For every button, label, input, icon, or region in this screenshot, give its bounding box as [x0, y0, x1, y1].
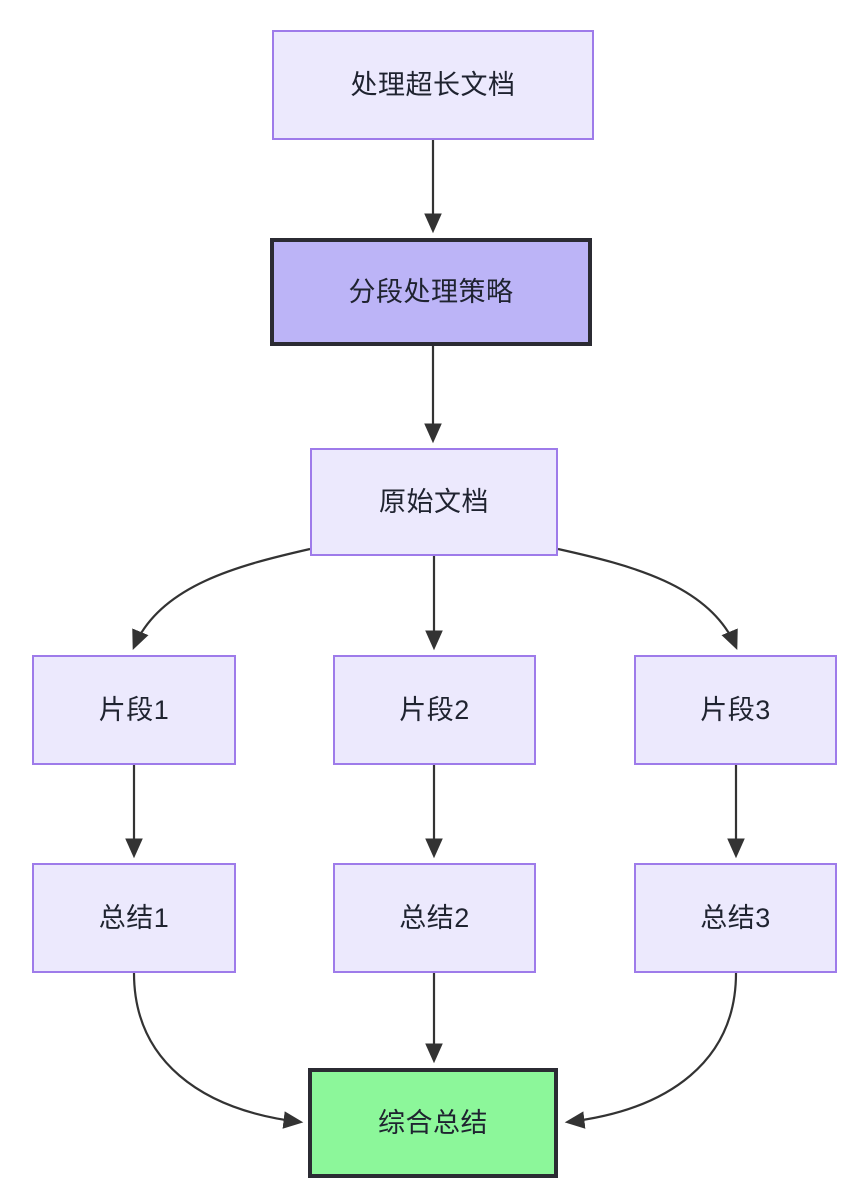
node-chunking-strategy[interactable]: 分段处理策略	[270, 238, 592, 346]
edge-n3-n6	[557, 547, 738, 651]
node-fragment-3[interactable]: 片段3	[634, 655, 837, 765]
edge-n9-n10	[564, 972, 738, 1129]
node-label: 原始文档	[379, 486, 489, 517]
node-label: 总结1	[98, 902, 170, 933]
node-label: 处理超长文档	[350, 69, 516, 100]
node-summary-3[interactable]: 总结3	[634, 863, 837, 973]
node-label: 片段2	[399, 694, 470, 725]
node-summary-2[interactable]: 总结2	[333, 863, 536, 973]
node-process-long-document[interactable]: 处理超长文档	[272, 30, 594, 140]
node-label: 综合总结	[378, 1107, 488, 1138]
node-label: 总结2	[399, 902, 470, 933]
node-summary-1[interactable]: 总结1	[32, 863, 236, 973]
node-label: 总结3	[700, 902, 771, 933]
node-label: 片段3	[700, 694, 771, 725]
node-fragment-1[interactable]: 片段1	[32, 655, 236, 765]
node-combined-summary[interactable]: 综合总结	[308, 1068, 558, 1178]
edge-n7-n10	[132, 972, 304, 1129]
node-label: 片段1	[98, 694, 170, 725]
node-label: 分段处理策略	[348, 276, 514, 307]
node-fragment-2[interactable]: 片段2	[333, 655, 536, 765]
edge-n3-n4	[132, 547, 311, 651]
node-original-document[interactable]: 原始文档	[310, 448, 558, 556]
